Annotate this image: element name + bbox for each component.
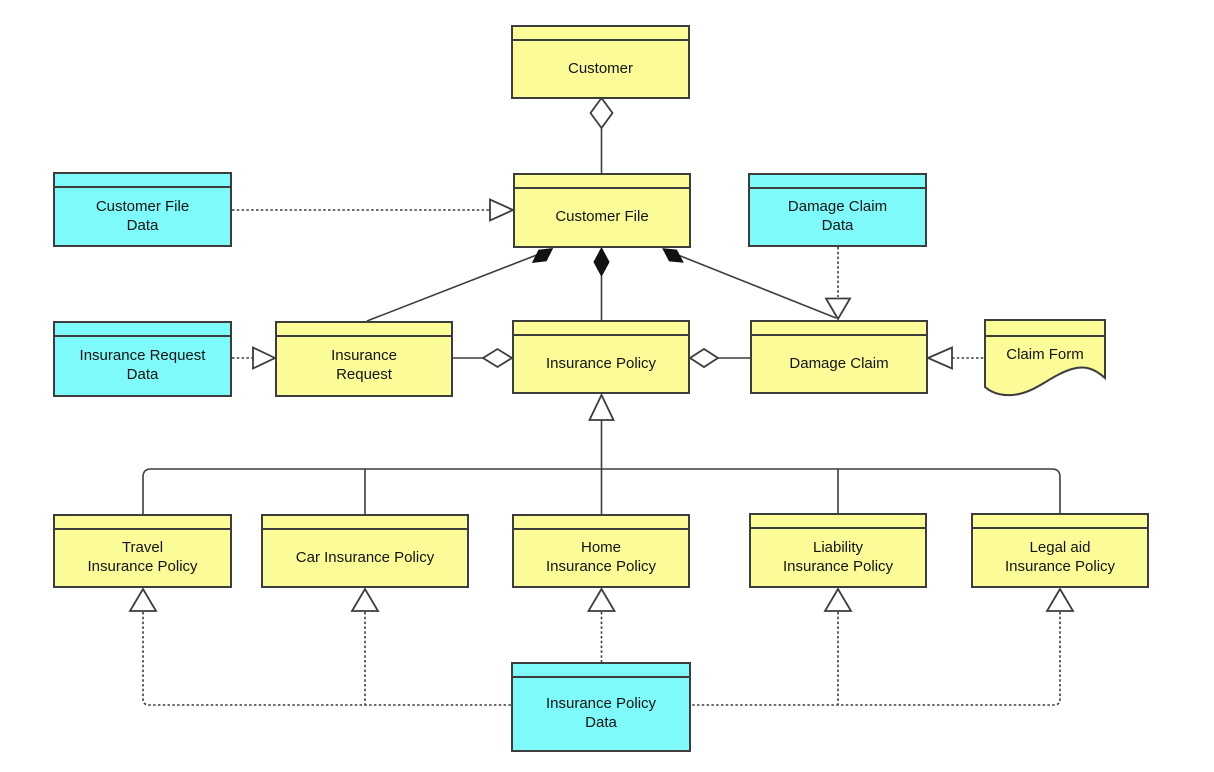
aggregation-diamond-insurance-policy-left: [481, 347, 514, 369]
node-label: Customer File Data: [95, 197, 190, 234]
node-customer: Customer: [511, 25, 690, 99]
node-label: Car Insurance Policy: [295, 548, 435, 566]
node-label: Customer: [567, 59, 634, 77]
node-header: [55, 174, 230, 188]
node-label: Customer File: [555, 208, 649, 226]
node-label: Liability Insurance Policy: [782, 538, 894, 575]
composition-diamond-left: [531, 248, 554, 263]
realization-arrow-legal-aid: [1045, 587, 1075, 612]
node-header: [515, 175, 689, 189]
realization-arrow-car: [350, 587, 380, 612]
node-customer-file-data: Customer File Data: [53, 172, 232, 247]
node-label: Travel Insurance Policy: [87, 539, 198, 575]
node-label: Insurance Request Data: [79, 347, 206, 383]
aggregation-diamond-customer: [589, 96, 614, 130]
node-legal-aid-insurance-policy: Legal aid Insurance Policy: [971, 513, 1149, 588]
node-header: [513, 664, 689, 678]
node-header: [55, 323, 230, 337]
node-label: Home Insurance Policy: [545, 539, 657, 575]
node-header: [750, 175, 925, 189]
node-header: [752, 322, 926, 336]
realization-arrow-liability: [823, 587, 853, 612]
composition-diamond-center: [593, 246, 610, 278]
aggregation-diamond-insurance-policy-right: [688, 347, 720, 369]
node-label: Damage Claim: [789, 354, 889, 372]
node-header: [277, 323, 451, 337]
node-label: Damage Claim Data: [787, 198, 888, 234]
node-damage-claim: Damage Claim: [750, 320, 928, 394]
edge-realization-insurance-policy-data-right: [691, 612, 1061, 706]
node-customer-file: Customer File: [513, 173, 691, 248]
edge-composition-customer-file-insurance-request: [366, 250, 548, 322]
node-claim-form-shape: [984, 319, 1106, 397]
node-claim-form-label: Claim Form: [1006, 345, 1084, 363]
node-car-insurance-policy: Car Insurance Policy: [261, 514, 469, 588]
realization-arrow-travel: [128, 587, 158, 612]
realization-arrow-customer-file: [489, 198, 516, 222]
node-header: [263, 516, 467, 530]
node-home-insurance-policy: Home Insurance Policy: [512, 514, 690, 588]
node-header: [973, 515, 1147, 529]
node-label: Legal aid Insurance Policy: [1004, 538, 1116, 575]
realization-arrow-damage-claim-right: [925, 346, 953, 370]
node-travel-insurance-policy: Travel Insurance Policy: [53, 514, 232, 588]
edge-specialization-tree: [142, 420, 1061, 514]
realization-arrow-damage-claim-top: [824, 297, 852, 321]
node-insurance-policy: Insurance Policy: [512, 320, 690, 394]
node-label: Insurance Request: [331, 347, 397, 383]
node-label: Insurance Policy Data: [545, 695, 657, 731]
node-insurance-request: Insurance Request: [275, 321, 453, 397]
node-header: [514, 516, 688, 530]
node-header: [514, 322, 688, 336]
node-liability-insurance-policy: Liability Insurance Policy: [749, 513, 927, 588]
realization-arrow-home: [586, 587, 617, 612]
composition-diamond-right: [662, 248, 684, 263]
edge-composition-customer-file-damage-claim: [667, 250, 837, 319]
node-header: [513, 27, 688, 41]
node-damage-claim-data: Damage Claim Data: [748, 173, 927, 247]
node-insurance-request-data: Insurance Request Data: [53, 321, 232, 397]
edge-realization-insurance-policy-data-left: [142, 612, 511, 706]
node-insurance-policy-data: Insurance Policy Data: [511, 662, 691, 752]
node-label: Insurance Policy: [545, 354, 657, 372]
node-header: [751, 515, 925, 529]
realization-arrow-insurance-request: [252, 346, 278, 370]
generalization-arrow-insurance-policy: [588, 392, 615, 421]
node-header: [55, 516, 230, 530]
